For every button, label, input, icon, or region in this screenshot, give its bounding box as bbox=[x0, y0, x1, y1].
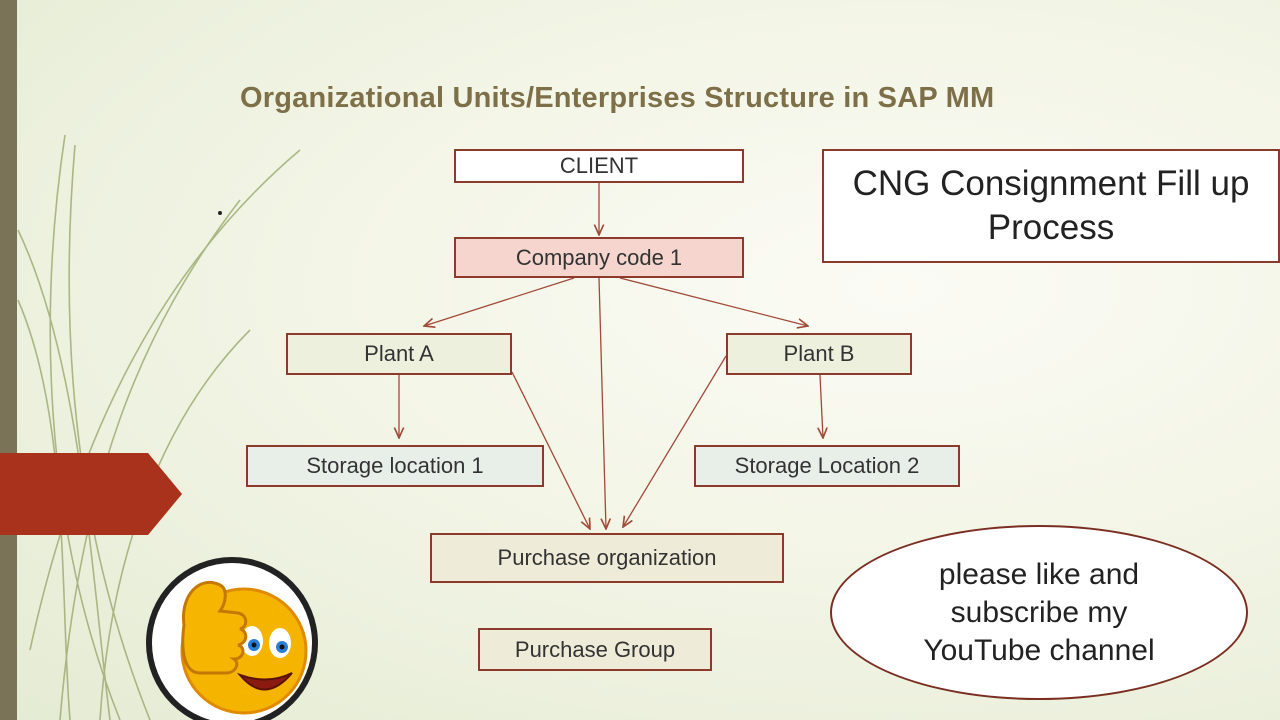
cng-callout-box: CNG Consignment Fill up Process bbox=[822, 149, 1280, 263]
bullet-dot bbox=[218, 211, 222, 215]
node-plant-b: Plant B bbox=[726, 333, 912, 375]
node-purchase-organization: Purchase organization bbox=[430, 533, 784, 583]
edge-plantb-storage2 bbox=[820, 374, 823, 438]
node-storage-location-1: Storage location 1 bbox=[246, 445, 544, 487]
node-purchase-group: Purchase Group bbox=[478, 628, 712, 671]
node-storage-location-2: Storage Location 2 bbox=[694, 445, 960, 487]
node-client: CLIENT bbox=[454, 149, 744, 183]
thumbs-up-emoji-icon bbox=[146, 557, 318, 720]
edge-company-planta bbox=[424, 277, 575, 326]
arrow-tab-icon bbox=[0, 453, 182, 535]
edge-plantb-porg bbox=[623, 355, 727, 527]
edge-company-plantb bbox=[619, 277, 808, 326]
subscribe-callout-ellipse: please like and subscribe my YouTube cha… bbox=[830, 525, 1248, 700]
edge-company-porg bbox=[598, 277, 606, 529]
left-accent-bar bbox=[0, 0, 17, 720]
node-company-code: Company code 1 bbox=[454, 237, 744, 278]
slide-title: Organizational Units/Enterprises Structu… bbox=[240, 82, 995, 114]
edge-planta-porg bbox=[511, 371, 590, 529]
node-plant-a: Plant A bbox=[286, 333, 512, 375]
